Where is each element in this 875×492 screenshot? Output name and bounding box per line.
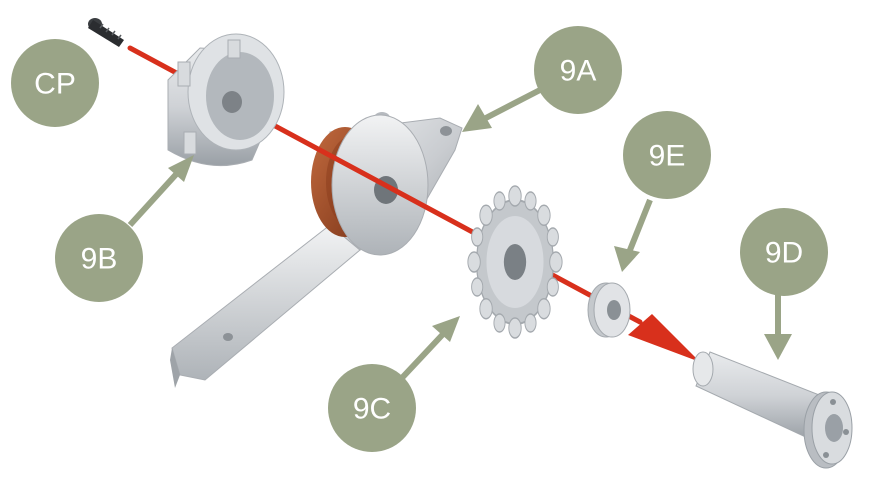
shaft-icon — [692, 351, 853, 469]
label-9c-text: 9C — [353, 393, 391, 426]
washer-icon — [587, 282, 631, 338]
screw-icon — [88, 18, 124, 47]
label-9a: 9A — [534, 26, 622, 114]
label-9d: 9D — [740, 208, 828, 296]
label-9b-text: 9B — [81, 243, 118, 276]
label-9e-text: 9E — [649, 140, 686, 173]
label-cp: CP — [11, 39, 99, 127]
label-cp-text: CP — [34, 68, 76, 101]
sprocket-icon — [467, 185, 563, 339]
label-9d-text: 9D — [765, 237, 803, 270]
label-9a-text: 9A — [560, 55, 597, 88]
cylindrical-cap-icon — [167, 33, 285, 167]
label-9e: 9E — [623, 111, 711, 199]
callout-arrows — [127, 87, 792, 383]
label-9b: 9B — [55, 214, 143, 302]
label-9c: 9C — [328, 364, 416, 452]
